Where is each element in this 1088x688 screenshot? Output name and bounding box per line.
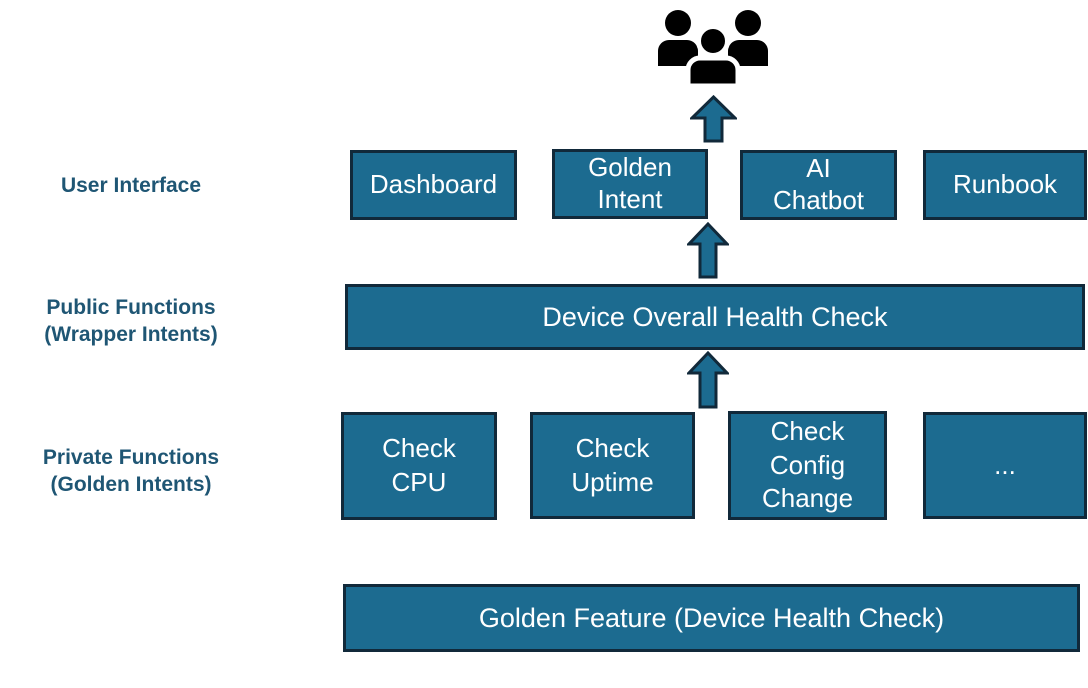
row-label-user-interface: User Interface xyxy=(60,174,202,197)
up-arrow-icon xyxy=(690,95,737,143)
box-check-cpu: Check CPU xyxy=(341,412,497,520)
row-label-public-functions: Public Functions (Wrapper Intents) xyxy=(44,296,218,347)
box-check-config-change: Check Config Change xyxy=(728,411,887,520)
box-dashboard: Dashboard xyxy=(350,150,517,220)
box-device-overall-health-check: Device Overall Health Check xyxy=(345,284,1085,350)
up-arrow-icon xyxy=(687,351,729,409)
up-arrow-icon xyxy=(687,222,729,279)
box-ellipsis: ... xyxy=(923,412,1087,519)
box-check-uptime: Check Uptime xyxy=(530,412,695,519)
users-group-icon xyxy=(658,10,768,88)
row-label-private-functions: Private Functions (Golden Intents) xyxy=(42,446,220,497)
box-golden-feature: Golden Feature (Device Health Check) xyxy=(343,584,1080,652)
box-golden-intent: Golden Intent xyxy=(552,149,708,219)
box-runbook: Runbook xyxy=(923,150,1087,220)
box-ai-chatbot: AI Chatbot xyxy=(740,150,897,220)
